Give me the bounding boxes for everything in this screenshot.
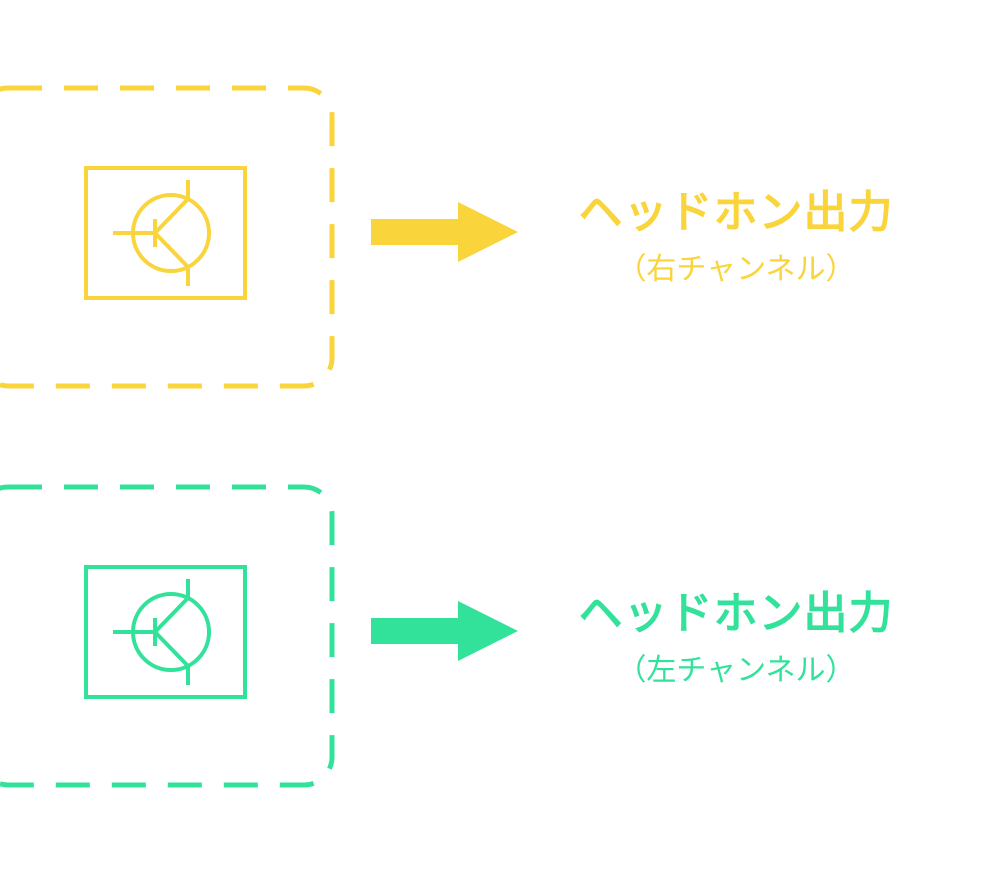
left-arrow-icon bbox=[371, 601, 518, 661]
left-output-title: ヘッドホン出力 bbox=[578, 588, 894, 639]
transistor-icon bbox=[113, 579, 211, 685]
left-output-label: ヘッドホン出力 （左チャンネル） bbox=[566, 577, 906, 689]
right-output-label: ヘッドホン出力 （右チャンネル） bbox=[566, 176, 906, 288]
right-arrow-icon bbox=[371, 202, 518, 262]
right-output-subtitle: （右チャンネル） bbox=[616, 252, 856, 287]
left-output-subtitle: （左チャンネル） bbox=[616, 653, 856, 688]
right-dashed-boundary bbox=[0, 85, 335, 389]
right-channel-group bbox=[0, 85, 518, 389]
left-channel-group bbox=[0, 484, 518, 788]
right-output-title: ヘッドホン出力 bbox=[578, 187, 894, 238]
left-dashed-boundary bbox=[0, 484, 335, 788]
transistor-icon bbox=[113, 180, 211, 286]
right-amplifier-box bbox=[84, 166, 247, 300]
left-amplifier-box bbox=[84, 565, 247, 699]
